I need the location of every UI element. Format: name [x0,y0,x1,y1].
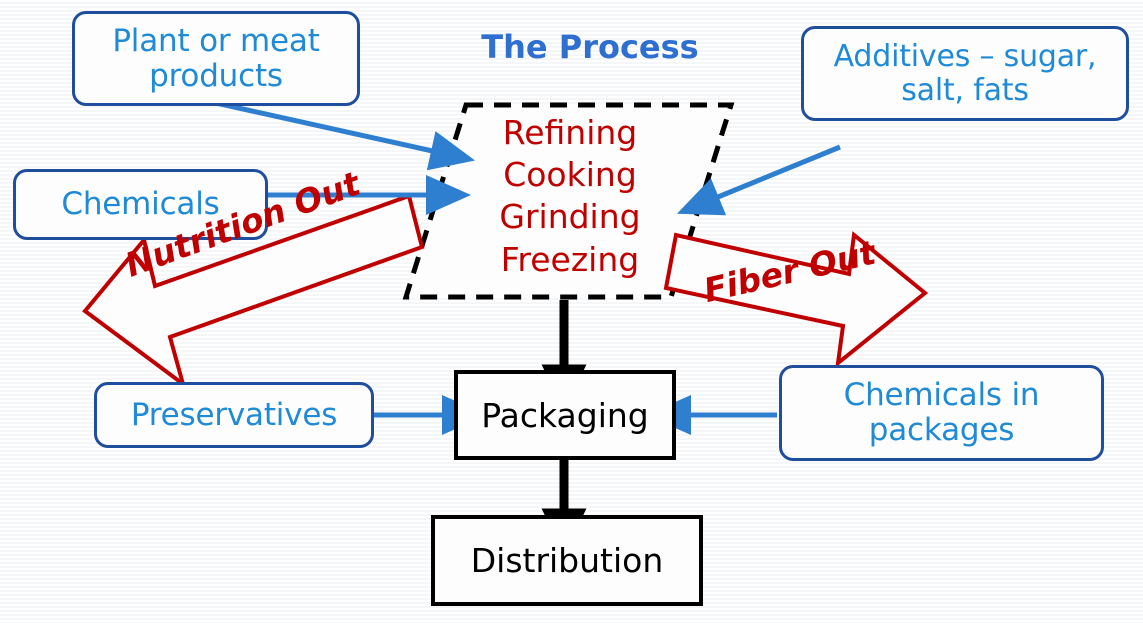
nutrition-out-arrow [82,193,425,390]
input-box-preservatives[interactable]: Preservatives [94,382,374,448]
process-step-cooking: Cooking [503,155,637,195]
process-step-refining: Refining [502,113,638,152]
process-step-grinding: Grinding [499,197,641,237]
arrow-additives-to-process [676,144,841,216]
fiber-out-arrow [663,231,929,368]
process-parallelogram [402,102,735,300]
stage-box-packaging[interactable]: Packaging [454,370,676,460]
arrow-plant-to-process [215,100,476,171]
input-box-chemicals-in-packages[interactable]: Chemicals in packages [779,365,1104,461]
input-box-chemicals[interactable]: Chemicals [13,169,268,240]
input-box-plant-or-meat-products[interactable]: Plant or meat products [72,11,360,106]
process-steps-list: Refining Cooking Grinding Freezing [470,112,670,281]
stage-box-distribution[interactable]: Distribution [431,515,703,606]
diagram-title: The Process [481,28,699,66]
input-box-additives[interactable]: Additives – sugar, salt, fats [801,26,1129,121]
process-step-freezing: Freezing [500,239,640,279]
